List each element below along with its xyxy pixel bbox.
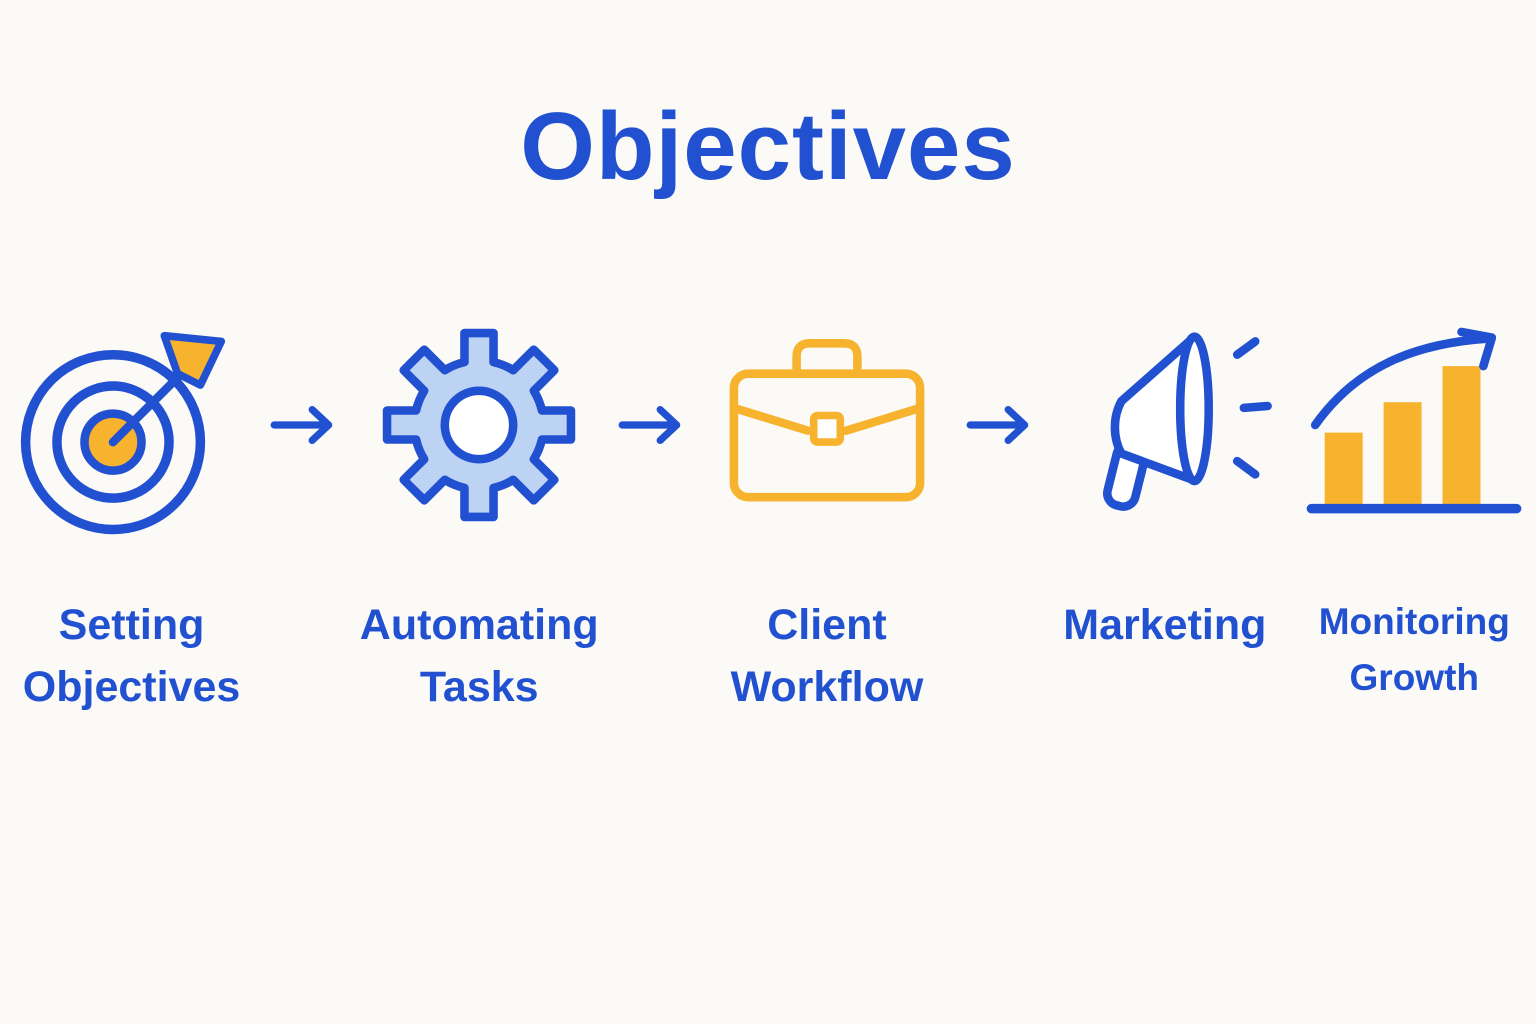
arrow-right-icon	[617, 300, 690, 550]
gear-icon	[365, 300, 593, 550]
step-marketing: Marketing	[1043, 300, 1286, 656]
arrow-right-icon	[964, 300, 1037, 550]
bar-chart-icon	[1300, 300, 1528, 550]
step-label-automating-tasks: Automating Tasks	[359, 601, 599, 712]
step-setting-objectives: Setting Objectives	[0, 300, 263, 719]
step-label-monitoring-growth: Monitoring Growth	[1318, 601, 1510, 698]
step-client-workflow: Client Workflow	[695, 300, 958, 719]
target-icon	[18, 300, 246, 550]
step-automating-tasks: Automating Tasks	[348, 300, 611, 719]
arrow-right-icon	[269, 300, 342, 550]
steps-row: Setting Objectives Automating Tasks	[0, 300, 1536, 719]
diagram-title: Objectives	[520, 93, 1016, 200]
briefcase-icon	[713, 300, 941, 550]
step-monitoring-growth: Monitoring Growth	[1293, 300, 1536, 705]
step-label-client-workflow: Client Workflow	[730, 601, 924, 712]
step-label-setting-objectives: Setting Objectives	[22, 601, 241, 712]
megaphone-icon	[1051, 300, 1279, 550]
step-label-marketing: Marketing	[1063, 601, 1267, 649]
